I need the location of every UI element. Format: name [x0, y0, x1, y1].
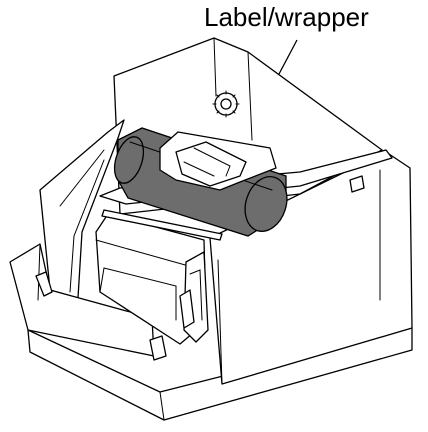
gear-icon	[212, 90, 240, 118]
front-latch	[149, 335, 167, 361]
callout-label: Label/wrapper	[204, 2, 369, 32]
label-wrapper	[159, 131, 277, 191]
right-roll-holder	[179, 289, 195, 329]
media-guide-clip	[349, 175, 365, 193]
tear-bar	[101, 209, 223, 241]
left-latch	[35, 271, 53, 297]
